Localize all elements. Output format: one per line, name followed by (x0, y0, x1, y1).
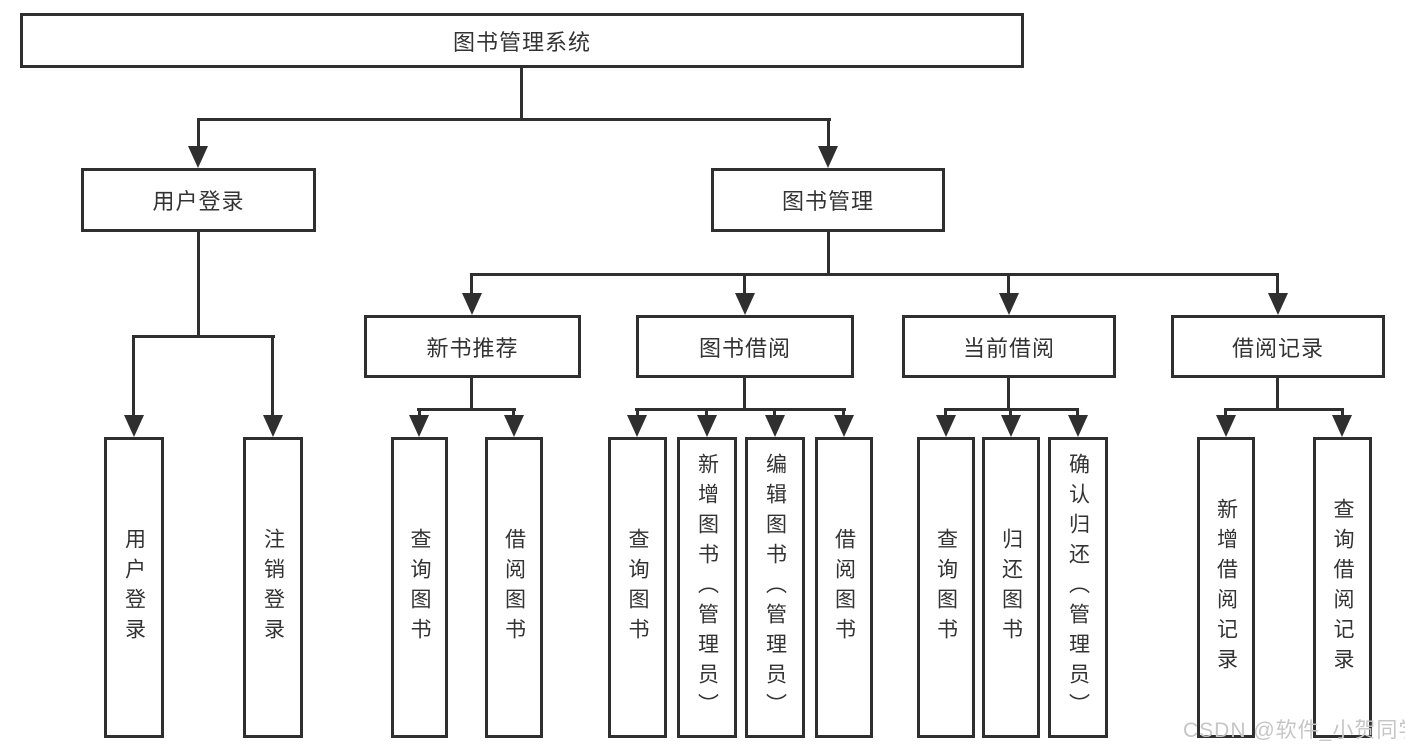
connector-line (132, 335, 135, 417)
arrow-down-icon (188, 146, 208, 168)
leaf-add-borrow-record: 新增借阅记录 (1197, 437, 1255, 738)
node-root: 图书管理系统 (20, 13, 1024, 68)
connector-line (197, 232, 200, 335)
leaf-query-books-recommend-label: 查询图书 (408, 527, 432, 648)
connector-line (1276, 378, 1279, 411)
arrow-down-icon (834, 415, 854, 437)
connector-line (842, 408, 845, 418)
leaf-edit-book-admin-label: 编辑图书（管理员） (763, 452, 787, 723)
node-book-management: 图书管理 (711, 168, 945, 232)
leaf-query-books-borrow: 查询图书 (608, 437, 667, 738)
arrow-down-icon (627, 415, 647, 437)
connector-line (944, 408, 947, 418)
node-current-borrow-label: 当前借阅 (962, 335, 1055, 361)
leaf-add-borrow-record-label: 新增借阅记录 (1214, 497, 1238, 678)
node-current-borrow: 当前借阅 (902, 315, 1116, 378)
connector-line (470, 273, 1279, 276)
leaf-query-books-current-label: 查询图书 (934, 527, 958, 648)
connector-line (1276, 273, 1279, 295)
connector-line (827, 118, 830, 152)
leaf-add-book-admin-label: 新增图书（管理员） (695, 452, 719, 723)
connector-line (705, 408, 708, 418)
arrow-down-icon (1068, 415, 1088, 437)
connector-line (743, 378, 746, 411)
connector-line (512, 408, 515, 418)
leaf-borrow-books-label: 借阅图书 (832, 527, 856, 648)
node-root-label: 图书管理系统 (452, 29, 591, 55)
connector-line (470, 273, 473, 295)
arrow-down-icon (936, 415, 956, 437)
connector-line (1007, 378, 1010, 411)
arrow-down-icon (504, 415, 524, 437)
node-user-login-label: 用户登录 (152, 189, 245, 214)
connector-line (197, 118, 200, 152)
leaf-edit-book-admin: 编辑图书（管理员） (745, 437, 805, 738)
leaf-borrow-books-recommend: 借阅图书 (485, 437, 543, 738)
connector-line (1009, 408, 1012, 418)
arrow-down-icon (697, 415, 717, 437)
connector-line (1076, 408, 1079, 418)
leaf-logout-label: 注销登录 (261, 527, 285, 648)
node-new-book-recommend-label: 新书推荐 (426, 335, 519, 361)
connector-line (636, 408, 639, 418)
arrow-down-icon (999, 293, 1019, 315)
leaf-user-login: 用户登录 (104, 437, 164, 738)
arrow-down-icon (124, 415, 144, 437)
connector-line (417, 408, 516, 411)
leaf-confirm-return-admin-label: 确认归还（管理员） (1066, 452, 1090, 723)
leaf-user-login-label: 用户登录 (122, 527, 146, 648)
connector-line (271, 335, 274, 417)
connector-line (773, 408, 776, 418)
connector-line (197, 118, 831, 121)
arrow-down-icon (462, 293, 482, 315)
node-borrow-records: 借阅记录 (1171, 315, 1385, 378)
leaf-query-borrow-record: 查询借阅记录 (1313, 437, 1372, 738)
connector-line (1224, 408, 1344, 411)
arrow-down-icon (765, 415, 785, 437)
arrow-down-icon (1001, 415, 1021, 437)
leaf-query-books-recommend: 查询图书 (391, 437, 448, 738)
connector-line (1007, 273, 1010, 295)
leaf-logout: 注销登录 (243, 437, 303, 738)
arrow-down-icon (263, 415, 283, 437)
watermark-text: CSDN @软件_小贺同学 (1183, 719, 1405, 742)
connector-line (132, 335, 275, 338)
leaf-add-book-admin: 新增图书（管理员） (677, 437, 737, 738)
arrow-down-icon (1268, 293, 1288, 315)
arrow-down-icon (409, 415, 429, 437)
connector-line (418, 408, 421, 418)
leaf-query-borrow-record-label: 查询借阅记录 (1331, 497, 1355, 678)
connector-line (1224, 408, 1227, 418)
leaf-borrow-books-recommend-label: 借阅图书 (502, 527, 526, 648)
leaf-return-books-label: 归还图书 (999, 527, 1023, 648)
connector-line (743, 273, 746, 295)
leaf-confirm-return-admin: 确认归还（管理员） (1048, 437, 1108, 738)
node-borrow-records-label: 借阅记录 (1231, 335, 1324, 361)
leaf-query-books-current: 查询图书 (917, 437, 975, 738)
arrow-down-icon (1332, 415, 1352, 437)
node-new-book-recommend: 新书推荐 (364, 315, 581, 378)
leaf-borrow-books: 借阅图书 (815, 437, 873, 738)
node-user-login: 用户登录 (81, 168, 316, 232)
arrow-down-icon (1216, 415, 1236, 437)
node-book-management-label: 图书管理 (781, 189, 874, 214)
connector-line (635, 408, 846, 411)
leaf-query-books-borrow-label: 查询图书 (626, 527, 650, 648)
arrow-down-icon (818, 146, 838, 168)
connector-line (470, 378, 473, 411)
connector-line (827, 232, 830, 276)
arrow-down-icon (735, 293, 755, 315)
connector-line (1341, 408, 1344, 418)
node-book-borrow-label: 图书借阅 (698, 335, 791, 361)
connector-line (520, 68, 523, 118)
node-book-borrow: 图书借阅 (636, 315, 854, 378)
leaf-return-books: 归还图书 (982, 437, 1040, 738)
